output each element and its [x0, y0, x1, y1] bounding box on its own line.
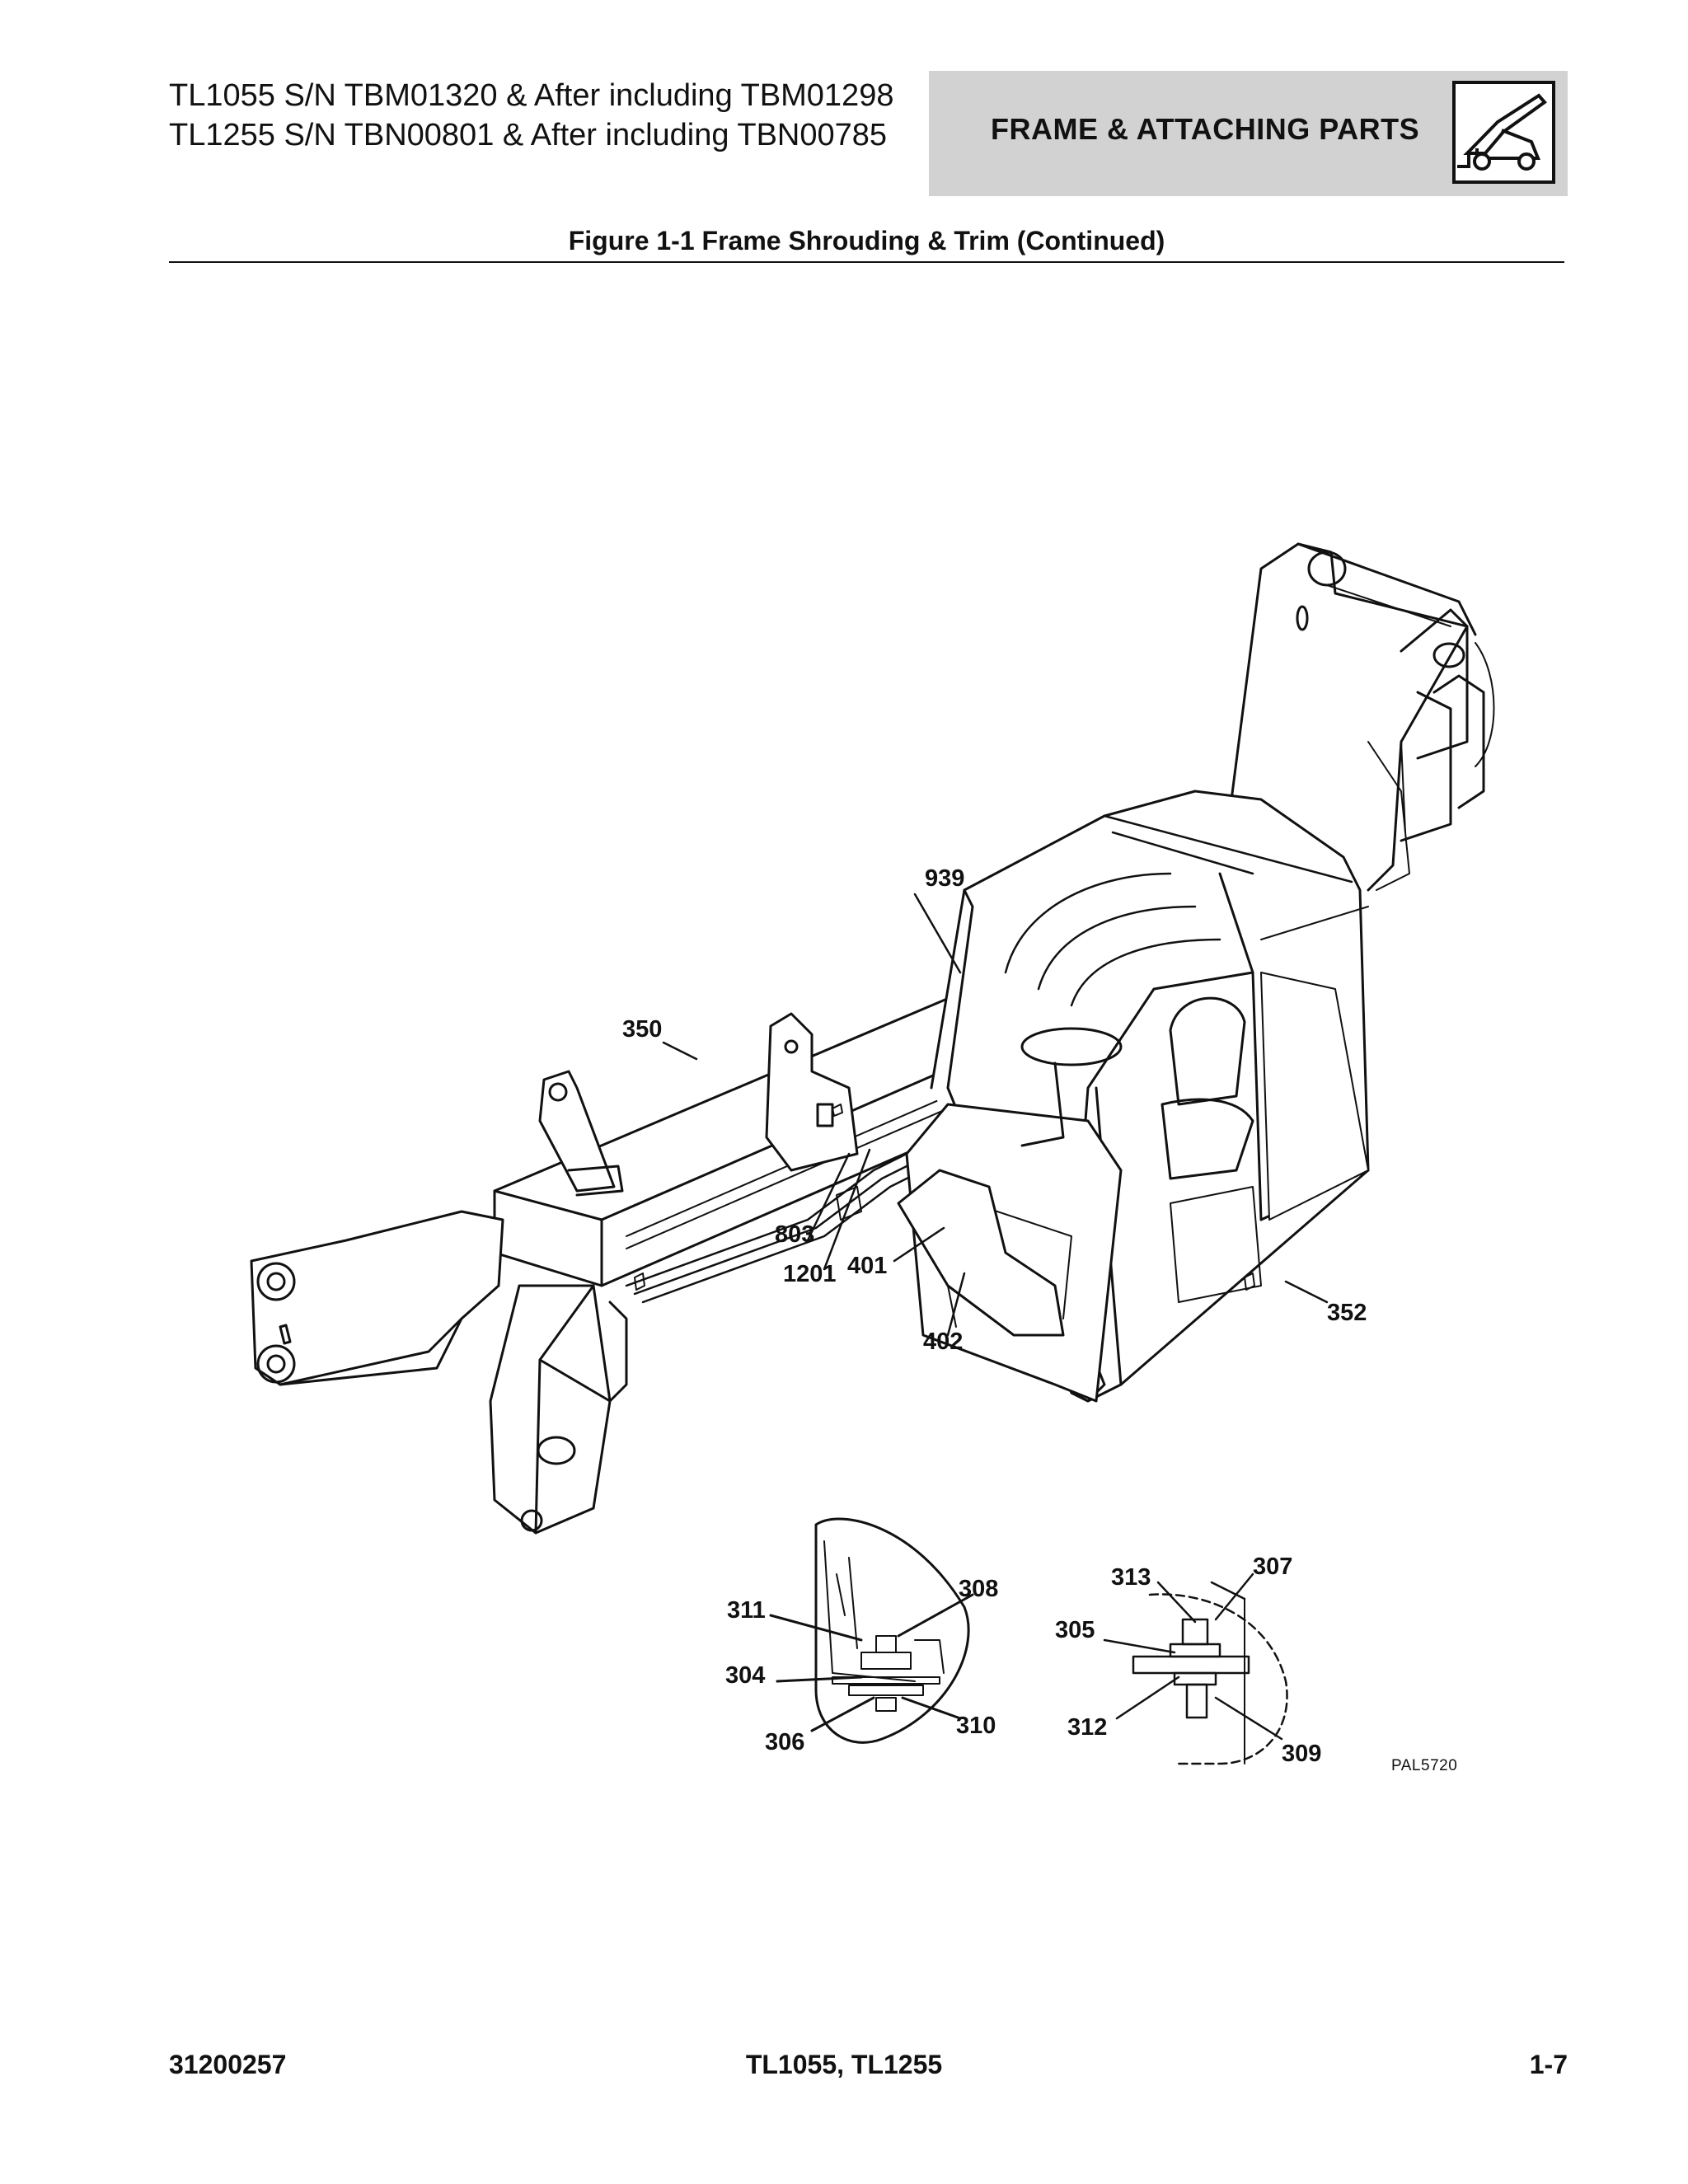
callout-311: 311 — [727, 1597, 766, 1624]
model-line-1: TL1055 S/N TBM01320 & After including TB… — [169, 78, 894, 113]
callout-401: 401 — [847, 1253, 888, 1279]
callout-305: 305 — [1055, 1617, 1095, 1643]
pivot-bracket — [489, 1284, 628, 1535]
footer-models: TL1055, TL1255 — [745, 2050, 943, 2079]
telehandler-icon — [1452, 81, 1555, 184]
callout-306: 306 — [765, 1729, 805, 1755]
callout-1201: 1201 — [783, 1261, 837, 1287]
callout-309: 309 — [1282, 1741, 1322, 1767]
mounting-bracket — [765, 1012, 859, 1172]
detail-inset-right — [1103, 1572, 1288, 1765]
callout-803: 803 — [775, 1221, 815, 1248]
beam-upright-tab — [538, 1070, 624, 1197]
drawing-id: PAL5720 — [1391, 1757, 1458, 1774]
operator-cab — [905, 790, 1370, 1403]
callout-307: 307 — [1253, 1554, 1293, 1580]
figure-title: Figure 1-1 Frame Shrouding & Trim (Conti… — [568, 226, 1165, 255]
callout-313: 313 — [1111, 1564, 1151, 1591]
detail-inset-left — [769, 1517, 974, 1744]
callout-308: 308 — [959, 1576, 999, 1602]
fender-shroud — [897, 1169, 1065, 1337]
section-title: FRAME & ATTACHING PARTS — [991, 112, 1420, 146]
callout-402: 402 — [923, 1329, 964, 1355]
small-detail-marks — [634, 1104, 1255, 1291]
callout-350: 350 — [622, 1016, 663, 1043]
boom-pivot-tower — [1218, 542, 1495, 892]
footer-page-number: 1-7 — [1529, 2050, 1568, 2079]
header-model-info: TL1055 S/N TBM01320 & After including TB… — [169, 76, 893, 155]
callout-304: 304 — [725, 1662, 766, 1689]
rear-axle-arm — [250, 1210, 504, 1386]
leader-lines — [662, 893, 1329, 1337]
callout-352: 352 — [1327, 1300, 1367, 1326]
callout-310: 310 — [956, 1713, 996, 1739]
callout-312: 312 — [1067, 1714, 1108, 1741]
title-rule — [169, 261, 1564, 263]
model-line-2: TL1255 S/N TBN00801 & After including TB… — [169, 118, 888, 152]
callout-939: 939 — [925, 865, 965, 892]
footer-doc-number: 31200257 — [169, 2050, 287, 2079]
